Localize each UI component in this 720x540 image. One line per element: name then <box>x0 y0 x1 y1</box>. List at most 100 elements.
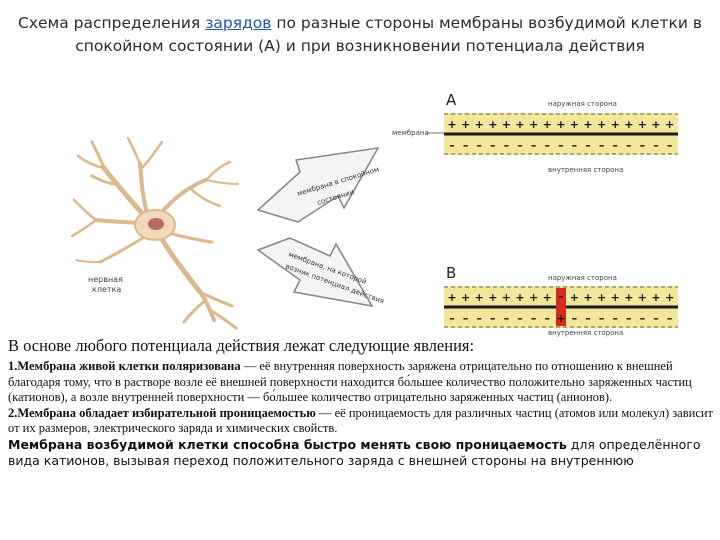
plus-sign: + <box>665 291 674 304</box>
plus-sign: + <box>624 118 633 131</box>
plus-sign: + <box>611 118 620 131</box>
p3-text: для определённого вида катионов, вызывая… <box>8 436 701 468</box>
minus-sign: – <box>504 139 510 152</box>
minus-sign: – <box>490 139 496 152</box>
plus-sign: + <box>651 118 660 131</box>
p3-heading: Мембрана возбудимой клетки способна быст… <box>8 436 567 452</box>
minus-sign: – <box>463 312 469 325</box>
page-title: Схема распределения зарядов по разные ст… <box>0 12 720 58</box>
plus-sign: + <box>543 118 552 131</box>
minus-sign: – <box>531 312 537 325</box>
plus-sign: + <box>529 118 538 131</box>
minus-sign: – <box>504 312 510 325</box>
minus-sign: – <box>572 312 578 325</box>
minus-sign: – <box>653 139 659 152</box>
minus-sign: – <box>517 312 523 325</box>
minus-sign: – <box>449 139 455 152</box>
minus-sign: – <box>544 139 550 152</box>
minus-sign: – <box>667 312 673 325</box>
intro-line: В основе любого потенциала действия лежа… <box>8 336 475 355</box>
paragraph-excitable: Мембрана возбудимой клетки способна быст… <box>8 437 714 468</box>
minus-sign: – <box>599 312 605 325</box>
plus-sign: + <box>597 291 606 304</box>
neuron-label-2: клетка <box>92 285 121 294</box>
outer-side-label-b: наружная сторона <box>548 274 617 282</box>
plus-row-b: + + + + + + + + + + + + + + + + <box>447 291 674 304</box>
plus-sign: + <box>665 118 674 131</box>
plus-sign: + <box>611 291 620 304</box>
plus-sign: + <box>624 291 633 304</box>
title-suffix: по разные стороны мембраны возбудимой кл… <box>75 14 702 55</box>
plus-sign: + <box>597 118 606 131</box>
paragraph-permeability: 2.Мембрана обладает избирательной прониц… <box>8 406 714 437</box>
plus-sign: + <box>651 291 660 304</box>
minus-sign: – <box>449 312 455 325</box>
minus-sign: – <box>640 139 646 152</box>
plus-sign: + <box>447 291 456 304</box>
plus-sign: + <box>488 291 497 304</box>
minus-sign: – <box>585 139 591 152</box>
plus-sign: + <box>543 291 552 304</box>
membrane-label-a: мембрана <box>392 129 429 137</box>
plus-sign: + <box>570 291 579 304</box>
plus-sign: + <box>502 118 511 131</box>
minus-sign: – <box>612 139 618 152</box>
minus-sign: – <box>667 139 673 152</box>
plus-sign: + <box>570 118 579 131</box>
inner-side-label-b: внутренняя сторона <box>548 329 623 337</box>
plus-sign: + <box>488 118 497 131</box>
minus-sign: – <box>558 139 564 152</box>
membrane-panel-b: наружная сторона ++++++++++++++++ ––––––… <box>444 274 678 337</box>
plus-sign: + <box>447 118 456 131</box>
p2-text: — её проницаемость для различных частиц … <box>8 405 714 436</box>
minus-sign: – <box>490 312 496 325</box>
minus-sign: – <box>544 312 550 325</box>
explanation-text: В основе любого потенциала действия лежа… <box>8 336 714 468</box>
membrane-panel-a: наружная сторона мембрана + + + + + + + + + + + + + +… <box>392 100 678 174</box>
plus-sign: + <box>529 291 538 304</box>
inner-side-label-a: внутренняя сторона <box>548 166 623 174</box>
paragraph-polarized: 1.Мембрана живой клетки поляризована — е… <box>8 359 714 406</box>
plus-sign: + <box>475 118 484 131</box>
minus-sign: – <box>612 312 618 325</box>
minus-row-a: ––––––––––––––––– <box>449 139 672 152</box>
title-link[interactable]: зарядов <box>205 14 272 32</box>
plus-sign: + <box>515 291 524 304</box>
plus-sign: + <box>556 118 565 131</box>
p1-text: — её внутренняя поверхность заряжена отр… <box>8 359 692 405</box>
minus-sign: – <box>476 139 482 152</box>
label-b: В <box>446 264 456 282</box>
minus-sign: – <box>599 139 605 152</box>
neuron-label-1: нервная <box>88 275 123 284</box>
plus-sign: + <box>461 291 470 304</box>
plus-sign: + <box>502 291 511 304</box>
minus-sign: – <box>626 139 632 152</box>
plus-sign: + <box>583 118 592 131</box>
minus-sign: – <box>572 139 578 152</box>
spike-plus-bottom: + <box>556 312 565 325</box>
plus-sign: + <box>638 118 647 131</box>
p2-heading: 2.Мембрана обладает избирательной прониц… <box>8 405 316 420</box>
minus-sign: – <box>626 312 632 325</box>
arrow-rest: мембрана в спокойном состоянии <box>256 146 380 223</box>
outer-side-label-a: наружная сторона <box>548 100 617 108</box>
minus-sign: – <box>517 139 523 152</box>
plus-sign: + <box>515 118 524 131</box>
p1-heading: 1.Мембрана живой клетки поляризована <box>8 359 241 373</box>
minus-sign: – <box>463 139 469 152</box>
minus-sign: – <box>640 312 646 325</box>
plus-sign: + <box>583 291 592 304</box>
title-prefix: Схема распределения <box>18 14 206 32</box>
minus-sign: – <box>585 312 591 325</box>
minus-sign: – <box>653 312 659 325</box>
minus-sign: – <box>531 139 537 152</box>
plus-sign: + <box>461 118 470 131</box>
minus-row-b: –––––––––––––––– <box>449 312 672 325</box>
label-a: А <box>446 91 457 109</box>
spike-minus-top: – <box>558 290 564 303</box>
action-potential-spike <box>556 288 566 326</box>
plus-sign: + <box>638 291 647 304</box>
plus-sign: + <box>475 291 484 304</box>
arrow-action: мембрана, на которой возник потенциал де… <box>256 237 385 308</box>
